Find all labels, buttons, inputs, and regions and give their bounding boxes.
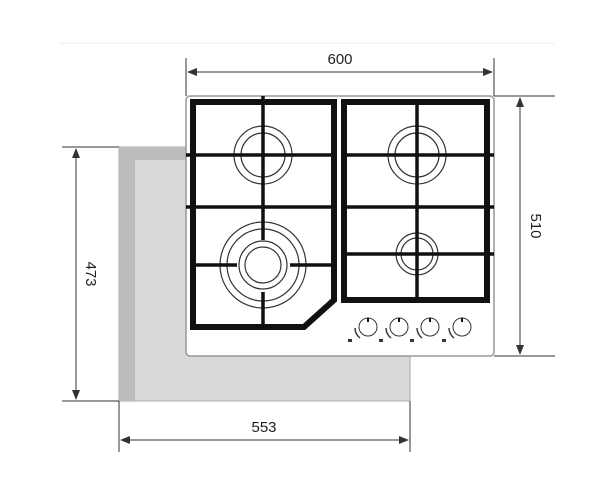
dimension-lines: [62, 58, 555, 452]
dim-label-width: 600: [327, 51, 352, 68]
knob-1[interactable]: [348, 317, 378, 342]
pan-supports: [186, 96, 494, 330]
dim-label-cutout-depth: 473: [82, 261, 99, 286]
right-grate: [341, 99, 494, 303]
dim-label-depth: 510: [527, 213, 544, 238]
hob-glass-panel: [185, 95, 495, 357]
knob-3[interactable]: [410, 317, 440, 342]
dim-label-cutout-width: 553: [251, 419, 276, 436]
knob-2[interactable]: [379, 317, 409, 342]
knob-4[interactable]: [442, 317, 472, 342]
control-knobs: [348, 317, 472, 342]
left-grate: [186, 96, 337, 330]
